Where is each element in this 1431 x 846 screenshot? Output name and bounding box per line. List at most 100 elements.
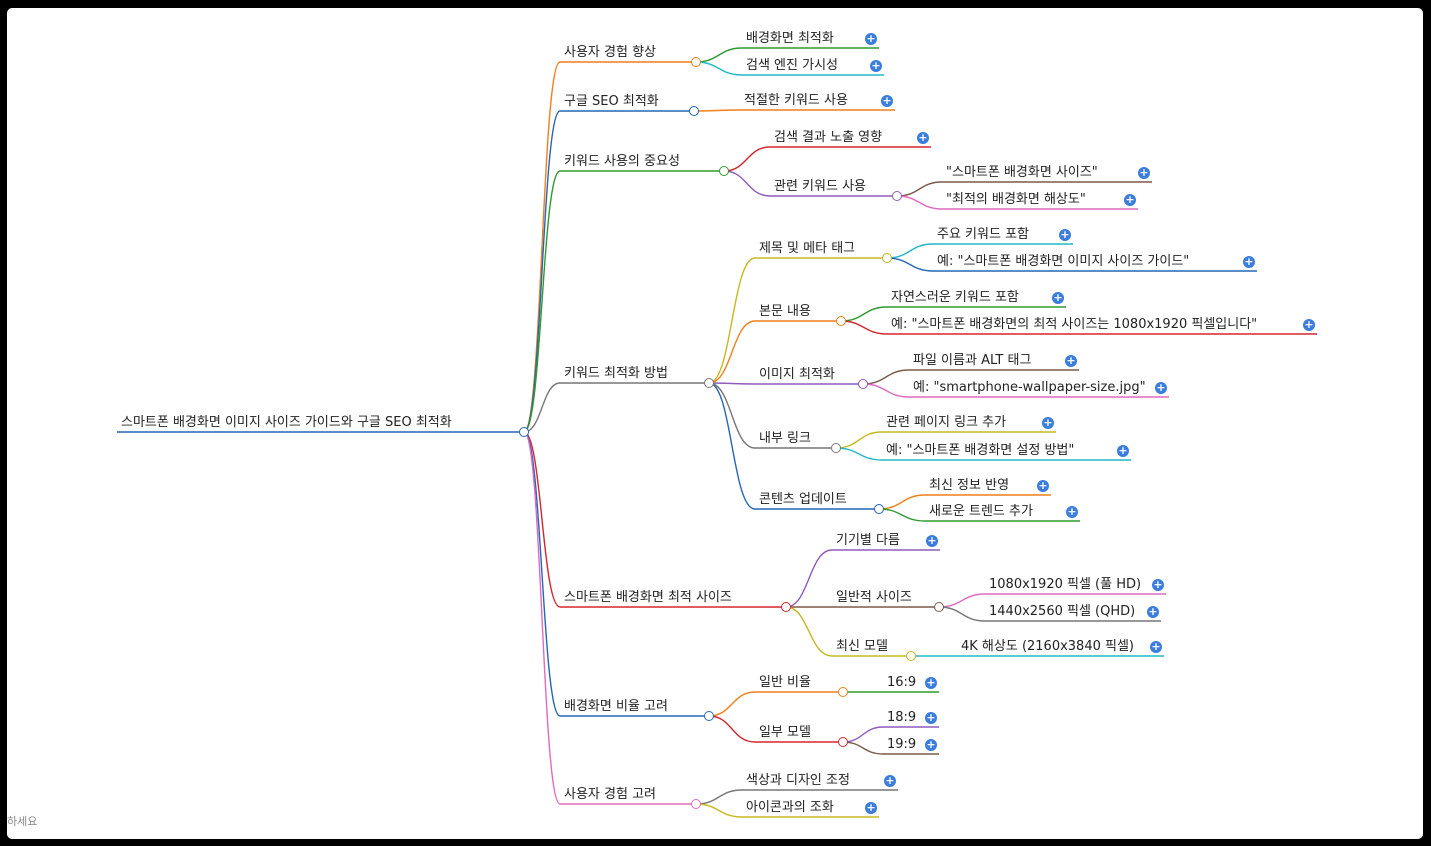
leaf-topic[interactable]: 19:9 bbox=[887, 737, 917, 752]
collapse-node[interactable] bbox=[906, 651, 916, 661]
subtopic-connector bbox=[695, 47, 743, 63]
leaf-topic[interactable]: 예: "스마트폰 배경화면의 최적 사이즈는 1080x1920 픽셀입니다" bbox=[891, 317, 1258, 332]
expand-plus-icon[interactable]: + bbox=[1150, 640, 1162, 653]
leaf-topic[interactable]: 파일 이름과 ALT 태그 bbox=[913, 353, 1032, 368]
collapse-node[interactable] bbox=[882, 253, 892, 263]
branch-topic[interactable]: 사용자 경험 향상 bbox=[564, 45, 656, 60]
collapse-node[interactable] bbox=[691, 57, 701, 67]
leaf-topic[interactable]: 주요 키워드 포함 bbox=[937, 227, 1029, 242]
expand-plus-icon[interactable]: + bbox=[884, 774, 896, 787]
leaf-topic[interactable]: 예: "스마트폰 배경화면 이미지 사이즈 가이드" bbox=[937, 254, 1190, 269]
collapse-node[interactable] bbox=[934, 602, 944, 612]
expand-plus-icon[interactable]: + bbox=[1042, 416, 1054, 429]
subtopic[interactable]: 콘텐츠 업데이트 bbox=[759, 492, 847, 507]
leaf-topic[interactable]: 새로운 트렌드 추가 bbox=[929, 504, 1033, 519]
leaf-topic[interactable]: 16:9 bbox=[887, 675, 917, 690]
branch-topic[interactable]: 스마트폰 배경화면 최적 사이즈 bbox=[564, 590, 732, 605]
subtopic[interactable]: 본문 내용 bbox=[759, 304, 811, 319]
expand-plus-icon[interactable]: + bbox=[1065, 354, 1077, 367]
expand-plus-icon[interactable]: + bbox=[1059, 228, 1071, 241]
subtopic-connector bbox=[695, 61, 743, 76]
leaf-topic[interactable]: 1080x1920 픽셀 (풀 HD) bbox=[989, 577, 1142, 592]
leaf-topic[interactable]: 관련 페이지 링크 추가 bbox=[886, 415, 1007, 430]
expand-plus-icon[interactable]: + bbox=[917, 131, 929, 144]
leaf-topic[interactable]: "최적의 배경화면 해상도" bbox=[946, 192, 1086, 207]
expand-plus-icon[interactable]: + bbox=[1066, 505, 1078, 518]
expand-plus-icon[interactable]: + bbox=[1152, 578, 1164, 591]
collapse-node[interactable] bbox=[704, 378, 714, 388]
collapse-node[interactable] bbox=[704, 711, 714, 721]
leaf-connector bbox=[840, 320, 888, 335]
subtopic[interactable]: 검색 결과 노출 영향 bbox=[774, 130, 883, 145]
collapse-node[interactable] bbox=[874, 504, 884, 514]
expand-plus-icon[interactable]: + bbox=[881, 94, 893, 107]
leaf-connector bbox=[886, 257, 934, 272]
subtopic-connector bbox=[708, 257, 756, 384]
expand-plus-icon[interactable]: + bbox=[926, 534, 938, 547]
leaf-connector bbox=[862, 383, 910, 398]
expand-plus-icon[interactable]: + bbox=[1037, 479, 1049, 492]
subtopic-connector bbox=[785, 549, 833, 608]
subtopic[interactable]: 이미지 최적화 bbox=[759, 367, 835, 382]
subtopic[interactable]: 색상과 디자인 조정 bbox=[746, 773, 850, 788]
expand-plus-icon[interactable]: + bbox=[1147, 605, 1159, 618]
expand-plus-icon[interactable]: + bbox=[1155, 381, 1167, 394]
leaf-topic[interactable]: "스마트폰 배경화면 사이즈" bbox=[946, 165, 1098, 180]
branch-topic[interactable]: 배경화면 비율 고려 bbox=[564, 699, 668, 714]
leaf-topic[interactable]: 1440x2560 픽셀 (QHD) bbox=[989, 604, 1136, 619]
subtopic[interactable]: 일부 모델 bbox=[759, 725, 811, 740]
subtopic[interactable]: 적절한 키워드 사용 bbox=[744, 93, 848, 108]
branch-topic[interactable]: 키워드 사용의 중요성 bbox=[564, 154, 680, 169]
subtopic[interactable]: 검색 엔진 가시성 bbox=[746, 58, 838, 73]
expand-plus-icon[interactable]: + bbox=[865, 801, 877, 814]
expand-plus-icon[interactable]: + bbox=[925, 738, 937, 751]
leaf-topic[interactable]: 예: "스마트폰 배경화면 설정 방법" bbox=[886, 443, 1075, 458]
subtopic[interactable]: 아이콘과의 조화 bbox=[746, 800, 834, 815]
subtopic-connector bbox=[695, 789, 743, 805]
footer-text: 하세요 bbox=[7, 815, 38, 828]
expand-plus-icon[interactable]: + bbox=[925, 711, 937, 724]
collapse-node[interactable] bbox=[691, 799, 701, 809]
collapse-node[interactable] bbox=[836, 316, 846, 326]
root-topic[interactable]: 스마트폰 배경화면 이미지 사이즈 가이드와 구글 SEO 최적화 bbox=[121, 415, 452, 430]
collapse-node[interactable] bbox=[719, 166, 729, 176]
leaf-topic[interactable]: 자연스러운 키워드 포함 bbox=[891, 290, 1019, 305]
subtopic[interactable]: 기기별 다름 bbox=[836, 533, 900, 548]
branch-topic[interactable]: 키워드 최적화 방법 bbox=[564, 366, 668, 381]
expand-plus-icon[interactable]: + bbox=[1303, 318, 1315, 331]
collapse-node[interactable] bbox=[838, 737, 848, 747]
subtopic-connector bbox=[723, 146, 771, 172]
branch-topic[interactable]: 구글 SEO 최적화 bbox=[564, 94, 659, 109]
expand-plus-icon[interactable]: + bbox=[1117, 444, 1129, 457]
subtopic[interactable]: 일반 비율 bbox=[759, 675, 811, 690]
subtopic[interactable]: 관련 키워드 사용 bbox=[774, 179, 866, 194]
subtopic[interactable]: 최신 모델 bbox=[836, 639, 888, 654]
expand-plus-icon[interactable]: + bbox=[1052, 291, 1064, 304]
collapse-node[interactable] bbox=[831, 443, 841, 453]
expand-plus-icon[interactable]: + bbox=[1243, 255, 1255, 268]
branch-topic[interactable]: 사용자 경험 고려 bbox=[564, 787, 656, 802]
leaf-topic[interactable]: 예: "smartphone-wallpaper-size.jpg" bbox=[913, 380, 1146, 395]
collapse-node[interactable] bbox=[858, 379, 868, 389]
expand-plus-icon[interactable]: + bbox=[925, 676, 937, 689]
leaf-topic[interactable]: 18:9 bbox=[887, 710, 917, 725]
collapse-node[interactable] bbox=[781, 602, 791, 612]
subtopic-connector bbox=[695, 803, 743, 818]
subtopic-connector bbox=[708, 320, 756, 384]
leaf-connector bbox=[878, 508, 926, 522]
expand-plus-icon[interactable]: + bbox=[870, 59, 882, 72]
expand-plus-icon[interactable]: + bbox=[1124, 193, 1136, 206]
subtopic[interactable]: 제목 및 메타 태그 bbox=[759, 241, 856, 256]
expand-plus-icon[interactable]: + bbox=[865, 32, 877, 45]
leaf-connector bbox=[842, 726, 884, 743]
subtopic[interactable]: 내부 링크 bbox=[759, 431, 811, 446]
leaf-topic[interactable]: 4K 해상도 (2160x3840 픽셀) bbox=[961, 639, 1134, 654]
subtopic[interactable]: 일반적 사이즈 bbox=[836, 590, 912, 605]
leaf-topic[interactable]: 최신 정보 반영 bbox=[929, 478, 1010, 493]
expand-plus-icon[interactable]: + bbox=[1138, 166, 1150, 179]
collapse-node[interactable] bbox=[838, 687, 848, 697]
root-collapse-node[interactable] bbox=[519, 427, 529, 437]
subtopic[interactable]: 배경화면 최적화 bbox=[746, 31, 834, 46]
collapse-node[interactable] bbox=[689, 106, 699, 116]
collapse-node[interactable] bbox=[892, 191, 902, 201]
